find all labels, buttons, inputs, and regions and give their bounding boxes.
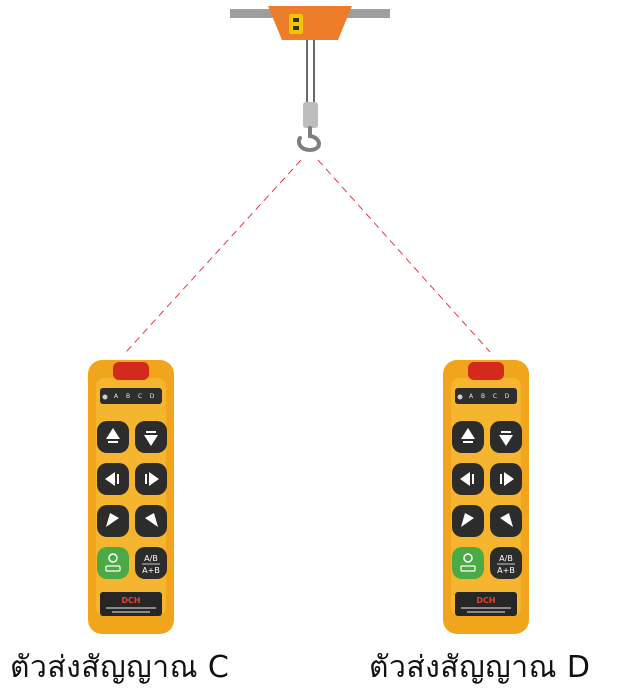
- signal-icon: [102, 394, 108, 400]
- up-arrow-icon: [461, 428, 475, 443]
- left-arrow-icon: [460, 472, 474, 486]
- emergency-stop-button[interactable]: [468, 362, 504, 380]
- up-arrow-icon: [106, 428, 120, 443]
- indicator-label: D: [505, 393, 510, 400]
- brand-plate: [455, 592, 517, 616]
- signal-icon: [457, 394, 463, 400]
- indicator-label: B: [126, 393, 130, 400]
- button-up[interactable]: [452, 421, 484, 453]
- button-left[interactable]: [452, 463, 484, 495]
- emergency-stop-button[interactable]: [113, 362, 149, 380]
- power-icon: [108, 553, 118, 563]
- button-right[interactable]: [490, 463, 522, 495]
- rotate-left-arrow-icon: [106, 513, 119, 527]
- crane: [230, 6, 390, 153]
- brand-fine-print: [106, 607, 156, 609]
- indicator-panel: [100, 388, 162, 404]
- indicator-label: A: [469, 393, 474, 400]
- button-down[interactable]: [135, 421, 167, 453]
- down-arrow-icon: [144, 431, 158, 446]
- signal-line-d: [317, 159, 491, 353]
- caption-remote-d: ตัวส่งสัญญาณ D: [369, 650, 591, 685]
- ab-switch-button[interactable]: A/B A+B: [490, 547, 522, 579]
- brand-fine-print: [461, 607, 511, 609]
- indicator-label: B: [481, 393, 485, 400]
- remote-face: [451, 378, 521, 616]
- start-button[interactable]: [97, 547, 129, 579]
- brand-logo: DCH: [121, 596, 140, 605]
- rotate-left-arrow-icon: [461, 513, 474, 527]
- rotate-right-arrow-icon: [145, 513, 158, 527]
- caption-remote-c: ตัวส่งสัญญาณ C: [10, 650, 230, 685]
- button-rotate-left[interactable]: [452, 505, 484, 537]
- indicator-panel: [455, 388, 517, 404]
- button-rotate-left[interactable]: [97, 505, 129, 537]
- hook-icon: [296, 126, 321, 153]
- ab-bottom-label: A+B: [497, 566, 515, 575]
- button-up[interactable]: [97, 421, 129, 453]
- button-rotate-right[interactable]: [135, 505, 167, 537]
- ab-bottom-label: A+B: [142, 566, 160, 575]
- signal-line-c: [125, 159, 302, 353]
- down-arrow-icon: [499, 431, 513, 446]
- left-arrow-icon: [105, 472, 119, 486]
- hook-block: [303, 102, 318, 128]
- ab-top-label: A/B: [144, 554, 158, 563]
- power-icon: [463, 553, 473, 563]
- indicator-label: C: [493, 393, 497, 400]
- brand-plate: [100, 592, 162, 616]
- rotate-right-arrow-icon: [500, 513, 513, 527]
- indicator-label: C: [138, 393, 142, 400]
- trolley-indicator: [289, 14, 303, 34]
- remote-face: [96, 378, 166, 616]
- button-down[interactable]: [490, 421, 522, 453]
- ab-top-label: A/B: [499, 554, 513, 563]
- ab-switch-button[interactable]: A/B A+B: [135, 547, 167, 579]
- start-button[interactable]: [452, 547, 484, 579]
- indicator-label: D: [150, 393, 155, 400]
- button-right[interactable]: [135, 463, 167, 495]
- indicator-label: A: [114, 393, 119, 400]
- button-left[interactable]: [97, 463, 129, 495]
- right-arrow-icon: [145, 472, 159, 486]
- crane-trolley: [268, 6, 352, 40]
- brand-logo: DCH: [476, 596, 495, 605]
- right-arrow-icon: [500, 472, 514, 486]
- button-rotate-right[interactable]: [490, 505, 522, 537]
